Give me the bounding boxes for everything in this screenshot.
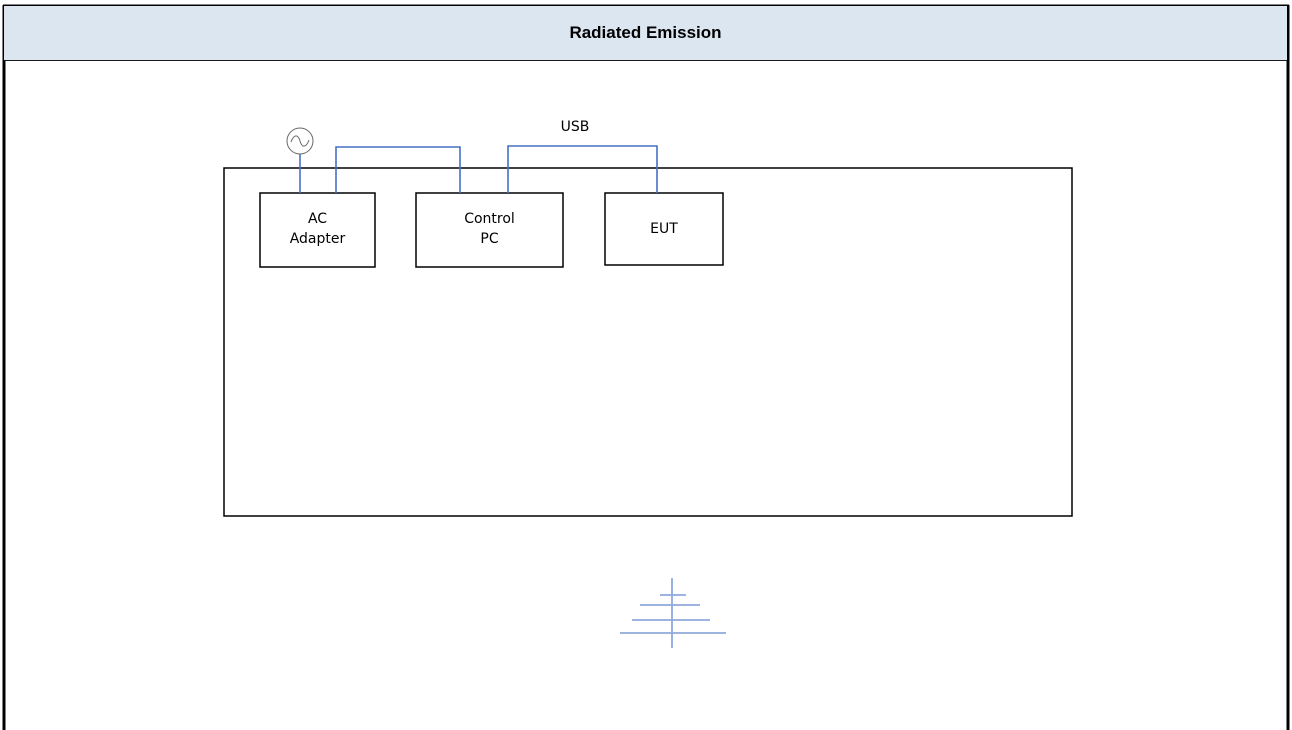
usb-label: USB: [560, 119, 590, 135]
control-pc-label-line2: PC: [480, 231, 499, 247]
ac-source-icon: [286, 127, 314, 155]
page-title: Radiated Emission: [569, 23, 722, 42]
ac-adapter-box: [259, 192, 376, 268]
antenna-icon: [620, 578, 726, 648]
header: Radiated Emission: [4, 6, 1287, 61]
test-table: [223, 167, 1073, 517]
eut-box: [604, 192, 724, 266]
control-pc-box: [415, 192, 564, 268]
ac-adapter-label-line1: AC: [307, 211, 328, 227]
ac-adapter-label-line2: Adapter: [289, 231, 346, 247]
power-cable: [335, 146, 461, 193]
ac-adapter-label: AC Adapter: [260, 209, 375, 249]
control-pc-label-line1: Control: [464, 211, 515, 227]
cables: [299, 145, 658, 193]
control-pc-label: Control PC: [416, 209, 563, 249]
eut-label: EUT: [650, 221, 678, 237]
usb-cable: [507, 145, 658, 193]
